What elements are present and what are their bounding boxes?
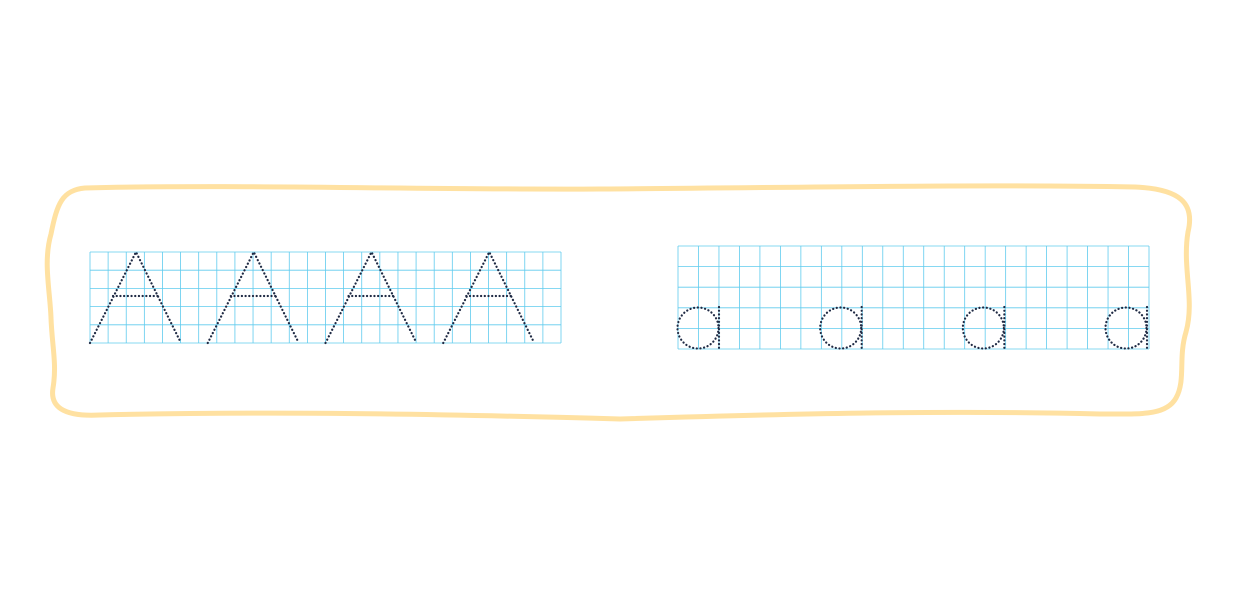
lowercase-tracing-panel — [676, 245, 1150, 351]
tracing-letter-uppercase-a — [206, 249, 300, 345]
uppercase-letters — [88, 249, 536, 345]
wavy-frame — [44, 183, 1192, 422]
lowercase-letters — [676, 305, 1149, 351]
tracing-letter-lowercase-a — [819, 305, 863, 351]
tracing-letter-uppercase-a — [324, 249, 418, 345]
tracing-letter-lowercase-a — [1104, 305, 1149, 351]
lowercase-grid — [677, 245, 1150, 350]
uppercase-grid — [89, 251, 562, 344]
uppercase-tracing-panel — [88, 249, 562, 345]
tracing-letter-uppercase-a — [442, 249, 536, 345]
tracing-letter-lowercase-a — [961, 305, 1006, 351]
tracing-letter-lowercase-a — [676, 305, 721, 351]
tracing-letter-uppercase-a — [88, 249, 183, 345]
